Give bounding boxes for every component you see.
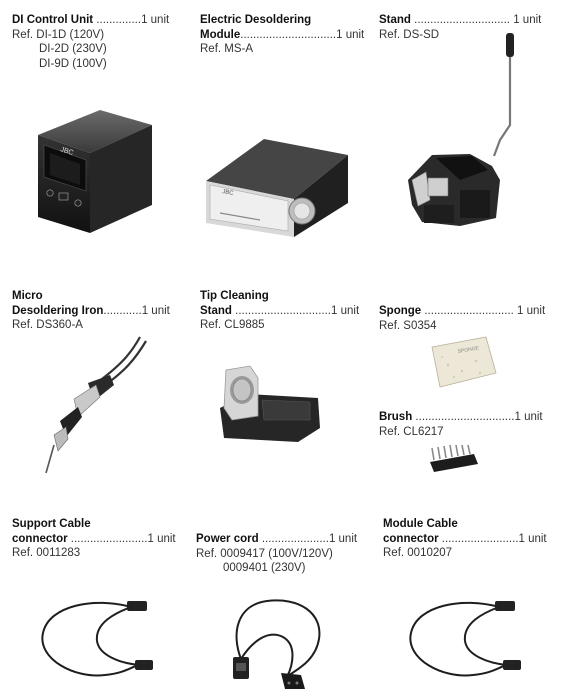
item-ref: Ref. 0010207: [383, 547, 453, 559]
item-title: Sponge: [379, 305, 422, 317]
item-tip-cleaning-stand: Tip Cleaning Stand .....................…: [200, 289, 370, 333]
leader-dots: ..............................: [410, 14, 511, 26]
item-brush: Brush ...............................1 u…: [379, 410, 559, 439]
item-ref: Ref. 0009417 (100V/120V): [196, 547, 333, 560]
leader-dots: ..............................: [231, 304, 332, 317]
sponge-image: SPONGE: [428, 335, 500, 390]
item-title: Power cord: [196, 533, 259, 545]
item-title: connector: [383, 532, 439, 545]
control-unit-image: JBC: [30, 105, 155, 235]
item-title: Electric Desoldering: [200, 14, 312, 26]
brush-image: [428, 444, 480, 474]
item-power-cord: Power cord .....................1 unit R…: [196, 532, 376, 576]
item-quantity: 1 unit: [331, 304, 360, 317]
item-quantity: 1 unit: [147, 532, 176, 545]
leader-dots: .....................: [258, 533, 329, 545]
item-title: Support Cable: [12, 518, 91, 530]
item-ref: Ref. CL9885: [200, 319, 265, 331]
item-title: Module: [200, 28, 241, 41]
tip-cleaning-stand-image: [218, 358, 323, 448]
item-ref: Ref. CL6217: [379, 425, 444, 438]
item-ref: Ref. DS-SD: [379, 28, 440, 41]
item-ref: DI-2D (230V): [39, 43, 107, 55]
item-title: Stand: [200, 304, 232, 317]
item-title: Micro: [12, 290, 43, 302]
item-stand: Stand .............................. 1 u…: [379, 13, 559, 42]
item-ref: 0009401 (230V): [223, 562, 306, 574]
module-logo: JBC: [222, 189, 235, 197]
leader-dots: ..............: [93, 14, 142, 26]
leader-dots: ........................: [67, 532, 148, 545]
item-quantity: 1 unit: [336, 28, 365, 41]
item-quantity: 1 unit: [514, 411, 543, 423]
item-quantity: 1 unit: [510, 14, 542, 26]
leader-dots: ...............................: [412, 411, 515, 423]
item-sponge: Sponge ............................ 1 un…: [379, 304, 559, 333]
item-quantity: 1 unit: [328, 533, 358, 545]
item-quantity: 1 unit: [518, 532, 547, 545]
item-title: DI Control Unit: [12, 14, 94, 26]
item-title: connector: [12, 532, 68, 545]
item-module-cable: Module Cable connector .................…: [383, 517, 563, 561]
desoldering-iron-image: [40, 335, 150, 480]
support-cable-image: [35, 593, 155, 685]
item-ref: Ref. DS360-A: [12, 319, 83, 331]
unit-logo: JBC: [59, 146, 74, 157]
leader-dots: ..............................: [240, 28, 337, 41]
item-desoldering-iron: Micro Desoldering Iron............1 unit…: [12, 289, 192, 333]
item-quantity: 1 unit: [513, 305, 546, 317]
leader-dots: ............: [103, 304, 142, 317]
module-cable-image: [403, 593, 523, 685]
desoldering-module-image: JBC: [200, 133, 350, 238]
item-ref: Ref. 0011283: [12, 547, 81, 559]
item-support-cable: Support Cable connector ................…: [12, 517, 192, 561]
sponge-print: SPONGE: [457, 345, 480, 355]
item-title: Brush: [379, 411, 413, 423]
item-title: Module Cable: [383, 518, 458, 530]
item-title: Desoldering Iron: [12, 304, 104, 317]
leader-dots: ........................: [438, 532, 519, 545]
item-quantity: 1 unit: [141, 304, 170, 317]
leader-dots: ............................: [421, 305, 514, 317]
item-ref: Ref. S0354: [379, 319, 437, 332]
item-ref: DI-9D (100V): [39, 57, 107, 70]
stand-image: [400, 30, 525, 235]
item-title: Stand: [379, 14, 411, 26]
item-ref: Ref. DI-1D (120V): [12, 28, 105, 41]
item-control-unit: DI Control Unit ..............1 unit Ref…: [12, 13, 182, 71]
item-ref: Ref. MS-A: [200, 43, 254, 55]
item-title: Tip Cleaning: [200, 290, 269, 302]
power-cord-image: [227, 593, 332, 691]
item-desoldering-module: Electric Desoldering Module.............…: [200, 13, 370, 57]
item-quantity: 1 unit: [141, 14, 170, 26]
